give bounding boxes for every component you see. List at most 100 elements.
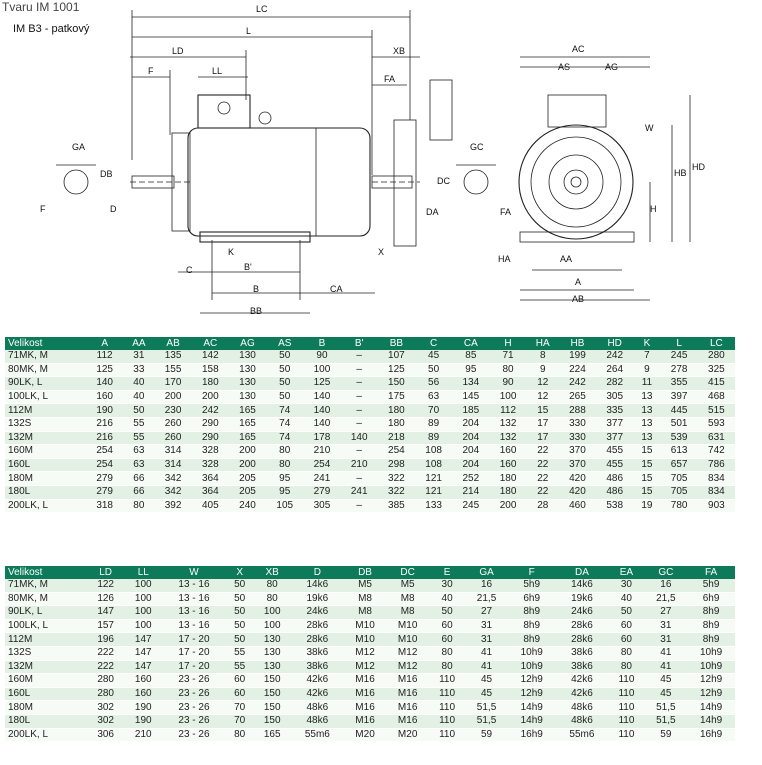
table-cell: 95 xyxy=(452,363,490,378)
table-cell: 41 xyxy=(465,646,508,661)
table-cell: 80MK, M xyxy=(5,592,87,607)
table-cell: 9 xyxy=(633,363,661,378)
table-cell: 27 xyxy=(465,605,508,620)
column-header: XB xyxy=(253,566,291,579)
table-cell: 60 xyxy=(608,632,645,647)
table-cell: 112M xyxy=(5,632,87,647)
table-cell: 200 xyxy=(489,499,527,514)
table-cell: 132S xyxy=(5,417,87,432)
table-cell: 13 - 16 xyxy=(162,592,226,607)
table-cell: 539 xyxy=(660,431,698,446)
table-cell: 175 xyxy=(377,390,415,405)
table-cell: – xyxy=(340,444,378,459)
table-cell: 28 xyxy=(526,499,559,514)
table-cell: 13 - 16 xyxy=(162,605,226,620)
table-cell: 50 xyxy=(266,376,304,391)
table-cell: 224 xyxy=(558,363,597,378)
column-header: HD xyxy=(596,337,634,350)
table-cell: M10 xyxy=(343,619,387,634)
column-header: LC xyxy=(697,337,735,350)
table-cell: M16 xyxy=(343,714,387,729)
table-cell: 66 xyxy=(123,485,155,500)
table-cell: 190 xyxy=(86,403,124,418)
table-cell: 41 xyxy=(644,660,688,675)
table-cell: 80 xyxy=(489,363,527,378)
table-cell: 377 xyxy=(596,431,634,446)
table-cell: 130 xyxy=(228,350,267,364)
table-cell: 280 xyxy=(697,350,735,364)
table-cell: 19k6 xyxy=(290,592,344,607)
table-cell: 108 xyxy=(415,458,453,473)
table-cell: 19 xyxy=(633,499,661,514)
table-cell: 180M xyxy=(5,700,87,715)
table-cell: 50 xyxy=(225,605,254,620)
table-cell: 165 xyxy=(228,403,267,418)
table-cell: 121 xyxy=(415,485,453,500)
table-cell: 27 xyxy=(644,605,688,620)
table-cell: 150 xyxy=(253,714,291,729)
table-cell: M16 xyxy=(343,700,387,715)
table-cell: 42k6 xyxy=(290,687,344,702)
table-cell: 14h9 xyxy=(507,700,556,715)
table-cell: M10 xyxy=(386,632,429,647)
table-cell: 364 xyxy=(191,471,229,486)
table-cell: 6h9 xyxy=(507,592,556,607)
table-cell: M12 xyxy=(343,646,387,661)
table-cell: 100 xyxy=(303,363,341,378)
table-cell: 742 xyxy=(697,444,735,459)
table-cell: 160 xyxy=(489,458,527,473)
table-cell: 130 xyxy=(228,376,267,391)
dim-label: H xyxy=(650,204,657,214)
table-cell: 40 xyxy=(608,592,645,607)
table-cell: M5 xyxy=(386,579,429,593)
table-cell: 241 xyxy=(340,485,378,500)
column-header: K xyxy=(633,337,661,350)
table-cell: 199 xyxy=(558,350,597,364)
column-header: LL xyxy=(124,566,163,579)
table-cell: 218 xyxy=(377,431,415,446)
dim-label: LD xyxy=(172,46,184,56)
table-cell: – xyxy=(340,350,378,364)
table-cell: 31 xyxy=(644,632,688,647)
table-cell: 160 xyxy=(489,444,527,459)
dim-label: B xyxy=(253,284,259,294)
table-cell: 834 xyxy=(697,471,735,486)
dim-label: AC xyxy=(572,44,585,54)
table-cell: 150 xyxy=(253,673,291,688)
table-cell: 165 xyxy=(228,417,267,432)
table-cell: 50 xyxy=(266,363,304,378)
table-cell: 245 xyxy=(452,499,490,514)
table-cell: 155 xyxy=(154,363,192,378)
table-cell: 112 xyxy=(489,403,527,418)
table-cell: 31 xyxy=(465,619,508,634)
table-cell: 50 xyxy=(266,350,304,364)
table-cell: 60 xyxy=(225,673,254,688)
table-cell: 254 xyxy=(86,458,124,473)
table-cell: 242 xyxy=(191,403,229,418)
dim-label: FA xyxy=(384,74,395,84)
table-cell: 160L xyxy=(5,687,87,702)
table-cell: 63 xyxy=(123,444,155,459)
table-cell: 631 xyxy=(697,431,735,446)
table-cell: 33 xyxy=(123,363,155,378)
table-cell: 41 xyxy=(465,660,508,675)
table-cell: M8 xyxy=(343,605,387,620)
table-cell: 515 xyxy=(697,403,735,418)
table-cell: 71MK, M xyxy=(5,350,87,364)
table-cell: 80 xyxy=(266,444,304,459)
column-header: AG xyxy=(228,337,267,350)
table-cell: 13 - 16 xyxy=(162,579,226,593)
table-cell: 210 xyxy=(340,458,378,473)
dim-label: AS xyxy=(558,62,570,72)
table-cell: 158 xyxy=(191,363,229,378)
table-cell: 8h9 xyxy=(507,619,556,634)
table-cell: 55m6 xyxy=(555,728,609,743)
table-cell: 280 xyxy=(86,687,125,702)
table-cell: 200 xyxy=(191,390,229,405)
table-cell: 330 xyxy=(558,417,597,432)
table-cell: 204 xyxy=(452,444,490,459)
table-cell: 51,5 xyxy=(465,700,508,715)
table-cell: 180L xyxy=(5,485,87,500)
